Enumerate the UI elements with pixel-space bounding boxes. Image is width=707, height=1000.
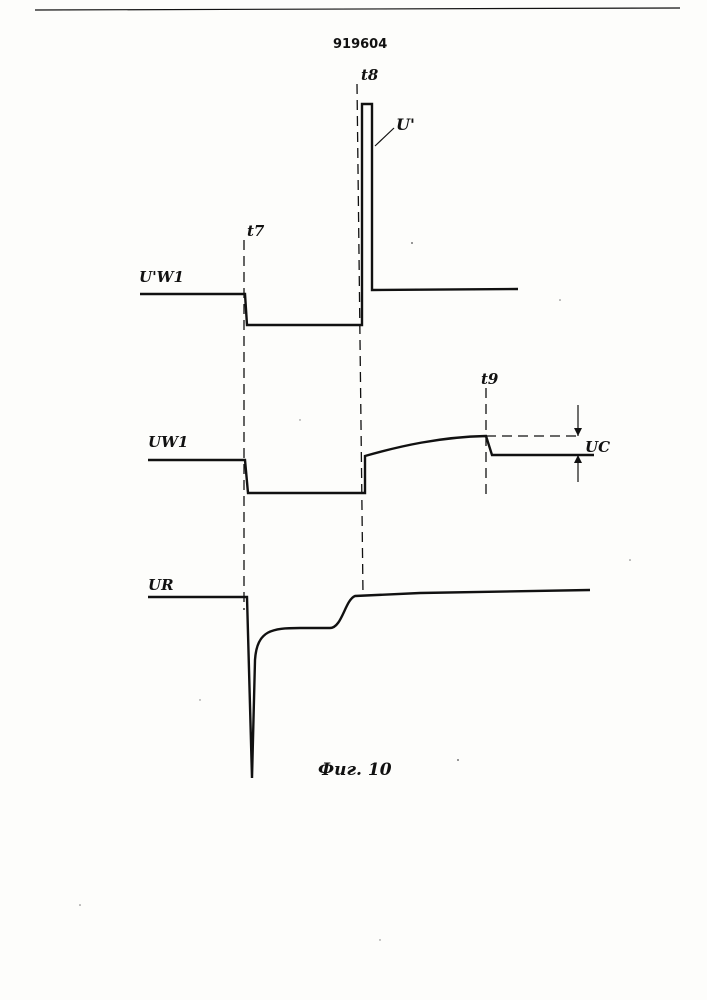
uw1-prime-label: U'W1 [139, 268, 184, 286]
t7-label-text: t7 [247, 222, 265, 240]
page-top-rule [35, 8, 680, 10]
patent-number: 919604 [333, 37, 387, 52]
u-prime-label: U' [396, 115, 415, 134]
uw1-label: UW1 [148, 433, 188, 451]
u-prime-leader [375, 128, 394, 146]
t8-label-text: t8 [361, 66, 379, 84]
uc-arrow-top-head [574, 428, 582, 436]
t9-label: t9 [481, 370, 499, 388]
waveform-uw1-prime [140, 104, 518, 325]
waveform-ur [148, 590, 590, 778]
t7-label: t7 [247, 222, 265, 240]
uc-label: UC [585, 438, 610, 456]
waveform-uw1 [148, 436, 594, 493]
t8-label: t8 [361, 66, 379, 84]
ur-label: UR [148, 576, 174, 594]
t9-label-text: t9 [481, 370, 499, 388]
figure-caption: Фиг. 10 [318, 760, 392, 780]
